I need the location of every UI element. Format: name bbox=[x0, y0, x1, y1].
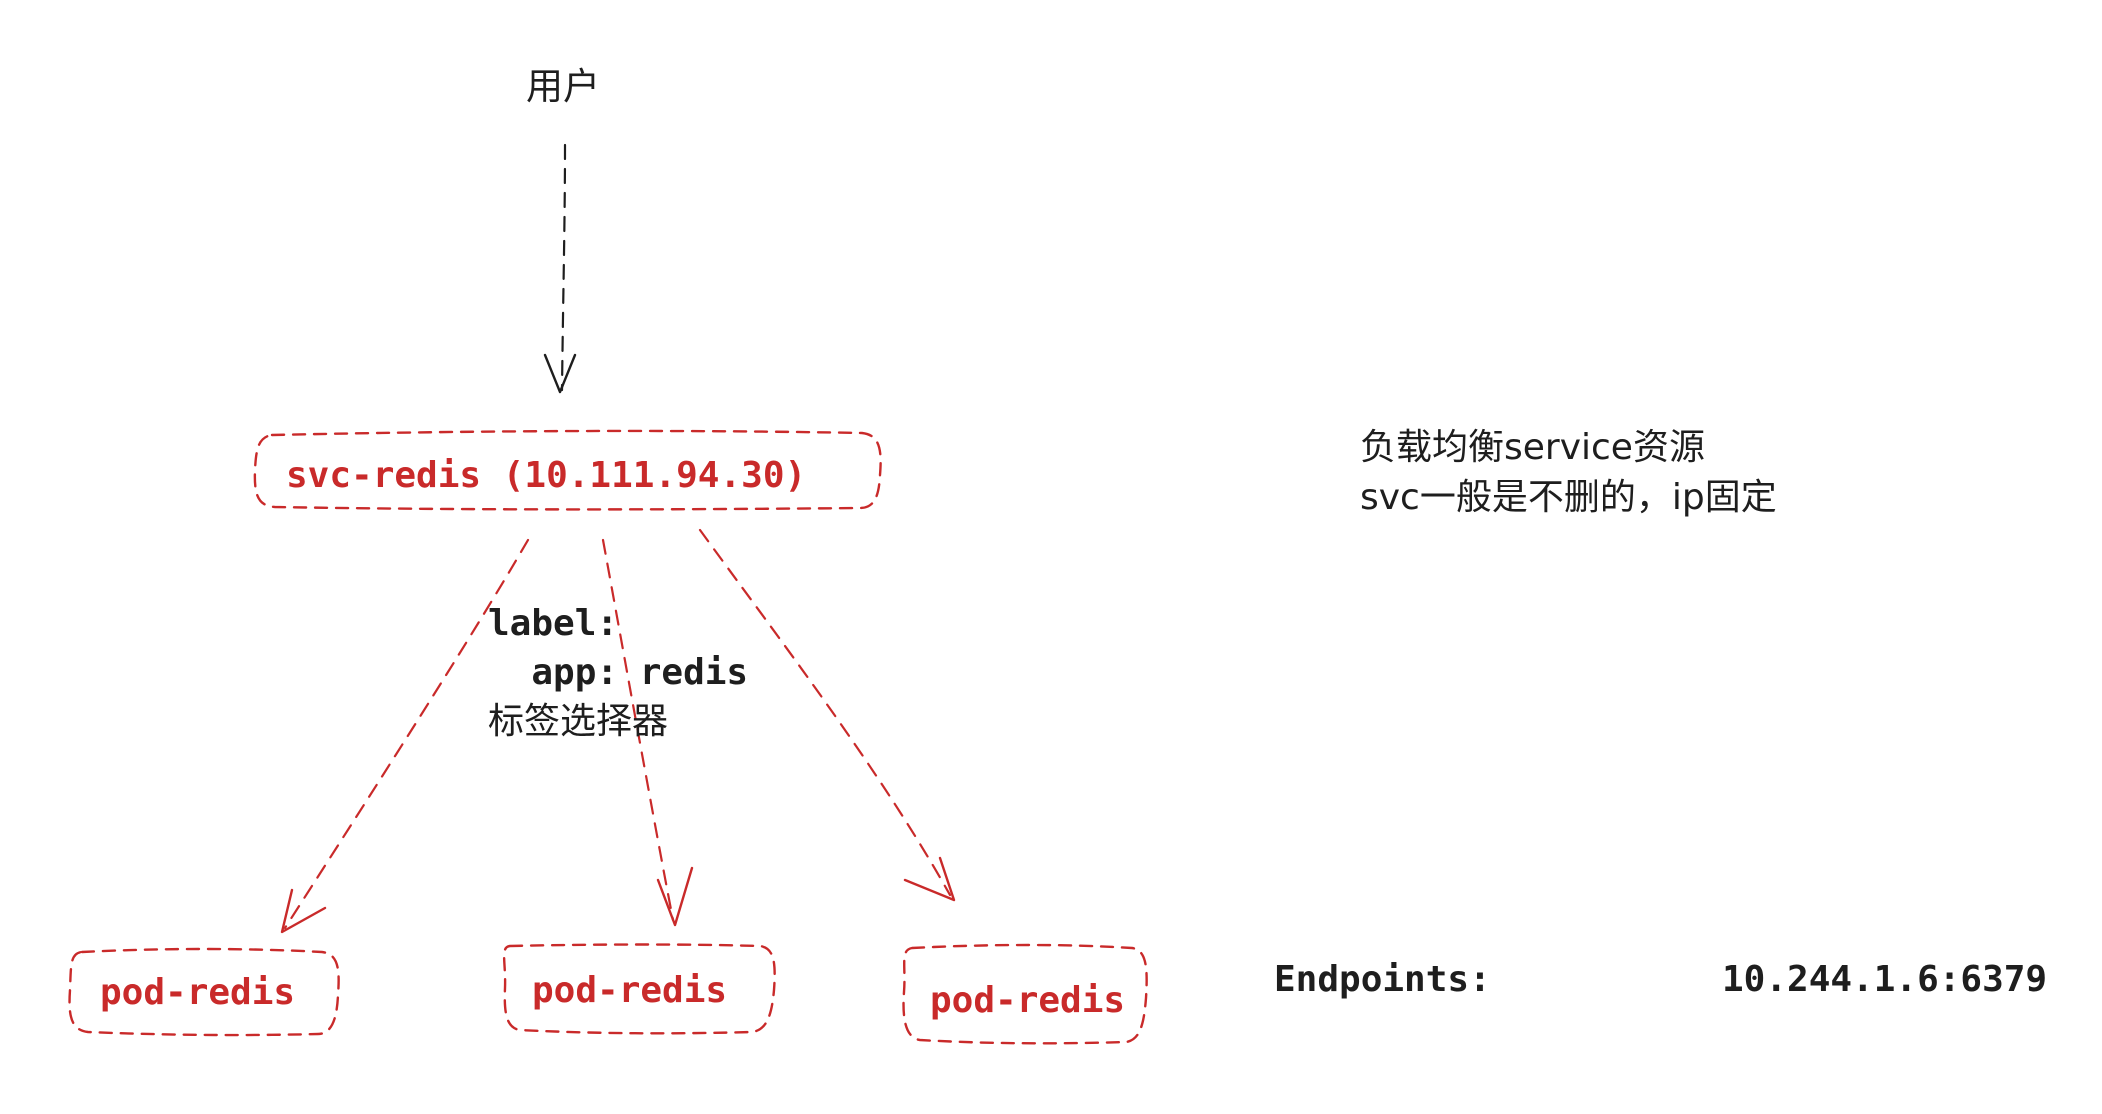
pod3-label: pod-redis bbox=[930, 980, 1126, 1021]
note-line-1: 负载均衡service资源 bbox=[1360, 427, 1705, 468]
service-box bbox=[253, 429, 882, 511]
service-to-pod1-arrowhead bbox=[280, 888, 327, 934]
user-to-service-arrow bbox=[560, 143, 567, 392]
pod2-label: pod-redis bbox=[532, 970, 728, 1011]
pod3-box bbox=[902, 943, 1148, 1045]
pod1-label: pod-redis bbox=[100, 972, 296, 1013]
pod2-box bbox=[502, 943, 776, 1035]
selector-line-2: app: redis bbox=[488, 652, 749, 693]
pod1-box bbox=[68, 947, 340, 1037]
selector-line-3: 标签选择器 bbox=[488, 701, 669, 742]
service-to-pod3-arrowhead bbox=[903, 856, 956, 902]
service-to-pod1-arrow bbox=[283, 538, 530, 930]
service-to-pod2-arrowhead bbox=[656, 866, 694, 927]
service-to-pod2-arrow bbox=[601, 538, 675, 922]
selector-line-1: label: bbox=[488, 603, 619, 644]
user-to-service-arrowhead bbox=[543, 353, 577, 394]
service-to-pod3-arrow bbox=[698, 528, 952, 897]
user-label: 用户 bbox=[526, 65, 600, 108]
endpoints-label: Endpoints: bbox=[1274, 959, 1491, 1000]
note-line-2: svc一般是不删的，ip固定 bbox=[1360, 477, 1777, 518]
endpoints-value: 10.244.1.6:6379 bbox=[1722, 959, 2048, 1000]
service-label: svc-redis (10.111.94.30) bbox=[286, 455, 807, 496]
